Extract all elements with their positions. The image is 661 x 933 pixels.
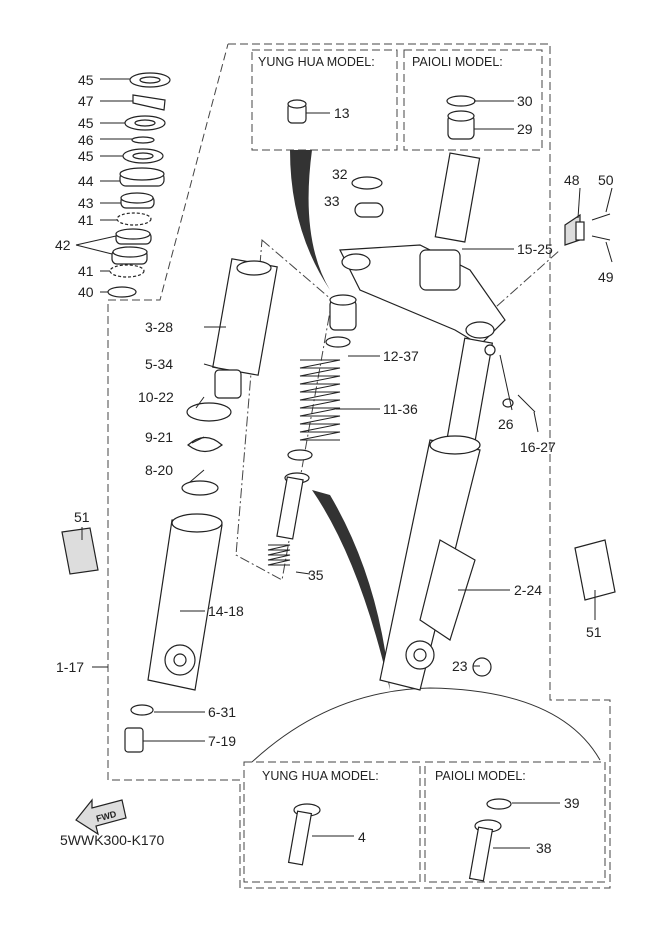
- detail-callout-arc: [251, 687, 601, 763]
- label-40: 40: [78, 284, 94, 300]
- diagram-code: 5WWK300-K170: [60, 832, 164, 848]
- label-46: 46: [78, 132, 94, 148]
- steering-bearing-stack: [107, 72, 171, 298]
- label-4: 4: [358, 829, 366, 845]
- part-51-label-left: [61, 527, 99, 575]
- paioli-bottom-heading: PAIOLI MODEL:: [435, 769, 526, 783]
- part-50-screw: [591, 213, 611, 221]
- part-3-28-tube: [212, 258, 278, 376]
- part-damper-rod: [276, 472, 310, 540]
- label-3-28: 3-28: [145, 319, 173, 335]
- label-50: 50: [598, 172, 614, 188]
- label-47: 47: [78, 93, 94, 109]
- label-51: 51: [586, 624, 602, 640]
- label-30: 30: [517, 93, 533, 109]
- label-49: 49: [598, 269, 614, 285]
- label-48: 48: [564, 172, 580, 188]
- label-1-17: 1-17: [56, 659, 84, 675]
- label-10-22: 10-22: [138, 389, 174, 405]
- yung-hua-bottom-box: [243, 761, 421, 883]
- part-2-24-right-fork-leg: [379, 435, 481, 691]
- label-15-25: 15-25: [517, 241, 553, 257]
- label-33: 33: [324, 193, 340, 209]
- part-11-36-spring: [299, 359, 341, 441]
- part-6-31-washer: [130, 704, 154, 716]
- label-7-19: 7-19: [208, 733, 236, 749]
- label-12-37: 12-37: [383, 348, 419, 364]
- part-damper-washer: [287, 449, 313, 461]
- part-16-27-bolt: [517, 394, 536, 413]
- part-14-18-left-fork-leg: [147, 513, 223, 691]
- yung-hua-top-heading: YUNG HUA MODEL:: [258, 55, 375, 69]
- part-51-label-right: [574, 539, 616, 601]
- label-2-24: 2-24: [514, 582, 542, 598]
- label-14-18: 14-18: [208, 603, 244, 619]
- part-49-screw: [591, 235, 611, 241]
- label-13: 13: [334, 105, 350, 121]
- label-5-34: 5-34: [145, 356, 173, 372]
- yung-hua-bottom-heading: YUNG HUA MODEL:: [262, 769, 379, 783]
- label-23: 23: [452, 658, 468, 674]
- part-38-bushing: [468, 819, 502, 882]
- label-41: 41: [78, 212, 94, 228]
- label-29: 29: [517, 121, 533, 137]
- steering-stem-crown: [339, 152, 506, 346]
- callout-swoosh-top: [290, 150, 330, 290]
- label-43: 43: [78, 195, 94, 211]
- part-23-clip: [472, 657, 492, 677]
- label-9-21: 9-21: [145, 429, 173, 445]
- part-26-washer: [484, 344, 496, 356]
- part-15-25-right-fork-tube: [444, 337, 494, 453]
- part-12-37-cap: [325, 294, 357, 348]
- label-41: 41: [78, 263, 94, 279]
- label-45: 45: [78, 148, 94, 164]
- label-6-31: 6-31: [208, 704, 236, 720]
- leader-lines: [75, 78, 613, 849]
- part-33-cap: [354, 202, 384, 218]
- part-5-34-piece: [214, 369, 242, 399]
- main-assembly-boundary: [107, 43, 611, 889]
- label-42: 42: [55, 237, 71, 253]
- label-8-20: 8-20: [145, 462, 173, 478]
- label-38: 38: [536, 840, 552, 856]
- paioli-top-box: [403, 49, 543, 151]
- part-29-30-caps: [446, 95, 476, 140]
- part-39-seal: [486, 798, 512, 810]
- label-51: 51: [74, 509, 90, 525]
- label-32: 32: [332, 166, 348, 182]
- yung-hua-top-box: [251, 49, 398, 151]
- part-4-bushing: [287, 803, 321, 866]
- part-35-spring: [267, 544, 291, 566]
- label-45: 45: [78, 115, 94, 131]
- part-9-21-clip: [187, 436, 223, 453]
- label-26: 26: [498, 416, 514, 432]
- part-7-19-bolt: [124, 727, 144, 753]
- label-44: 44: [78, 173, 94, 189]
- part-8-20-seal: [181, 480, 219, 496]
- part-10-22-washer: [186, 402, 232, 422]
- paioli-bottom-box: [424, 761, 606, 883]
- label-16-27: 16-27: [520, 439, 556, 455]
- part-32-seal: [351, 176, 383, 190]
- label-39: 39: [564, 795, 580, 811]
- callout-swoosh-bottom: [312, 490, 390, 690]
- label-45: 45: [78, 72, 94, 88]
- label-11-36: 11-36: [383, 401, 418, 417]
- damper-subassembly-boundary: [235, 238, 333, 581]
- part-48-bracket: [564, 213, 585, 246]
- part-13-plug: [287, 99, 307, 124]
- part-labels: 45 47 45 46 45 44 43 41 42 41 40 13 30 2…: [55, 72, 614, 856]
- paioli-top-heading: PAIOLI MODEL:: [412, 55, 503, 69]
- label-35: 35: [308, 567, 324, 583]
- forward-direction-arrow: FWD: [75, 798, 127, 836]
